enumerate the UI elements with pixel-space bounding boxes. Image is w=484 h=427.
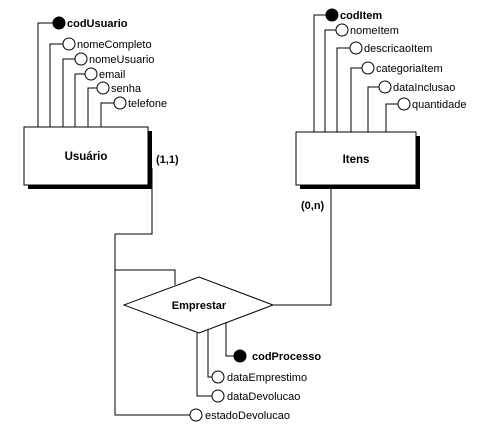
itens-attribute-dot: [335, 23, 349, 37]
usuario-emprestar-connector: [114, 168, 190, 416]
usuario-attribute-dot: [96, 81, 110, 95]
usuario-attr-line-nomeCompleto: [49, 43, 63, 127]
emprestar-attr-line-dataEmprestimo: [207, 330, 212, 378]
itens-attr-line-categoriaItem: [350, 67, 362, 132]
usuario-attribute-dot: [84, 67, 98, 81]
usuario-attribute-lines: [37, 22, 114, 127]
usuario-attr-line-nomeUsuario: [62, 58, 75, 127]
usuario-attr-label: nomeCompleto: [77, 39, 152, 51]
itens-attr-line-codItem: [313, 14, 326, 132]
emprestar-attribute-dot: [211, 389, 225, 403]
emprestar-attr-label: dataDevolucao: [227, 391, 300, 403]
itens-attribute-dot: [349, 41, 363, 55]
usuario-key-attribute-dot: [52, 16, 66, 30]
relationship-connectors: [114, 168, 332, 416]
itens-entity: Itens: [295, 131, 420, 189]
usuario-attr-label: senha: [111, 83, 142, 95]
usuario-attr-label: nomeUsuario: [89, 54, 154, 66]
emprestar-key-attribute-dot: [233, 349, 247, 363]
itens-attribute-dot: [361, 61, 375, 75]
usuario-attribute-markers: [52, 16, 127, 110]
itens-attr-label: dataInclusao: [393, 82, 455, 94]
usuario-attr-line-telefone: [100, 102, 114, 127]
usuario-attr-label: email: [99, 69, 125, 81]
itens-attr-label: quantidade: [412, 99, 466, 111]
itens-key-attribute-dot: [325, 8, 339, 22]
itens-entity-name: Itens: [343, 154, 370, 166]
itens-attr-line-descricaoItem: [336, 47, 350, 132]
usuario-attribute-labels: codUsuario nomeCompleto nomeUsuario emai…: [67, 18, 167, 110]
itens-entity-box: [295, 131, 417, 186]
itens-attribute-dot: [378, 80, 392, 94]
emprestar-attr-label: dataEmprestimo: [227, 372, 307, 384]
itens-attribute-lines: [313, 14, 398, 132]
usuario-attr-line-codUsuario: [37, 22, 53, 127]
usuario-entity-box: [23, 126, 149, 186]
itens-attribute-markers: [325, 8, 411, 111]
itens-attr-label: codItem: [340, 10, 382, 22]
itens-attr-line-nomeItem: [324, 29, 336, 132]
itens-emprestar-connector: [273, 185, 332, 306]
emprestar-attribute-markers: [189, 349, 247, 422]
itens-attr-label: descricaoItem: [364, 43, 432, 55]
itens-attr-line-dataInclusao: [367, 86, 379, 132]
itens-attribute-dot: [397, 97, 411, 111]
usuario-attribute-dot: [74, 52, 88, 66]
itens-attr-label: categoriaItem: [376, 63, 443, 75]
emprestar-attr-label: estadoDevolucao: [205, 410, 290, 422]
usuario-attribute-dot: [62, 37, 76, 51]
emprestar-relationship-name: Emprestar: [172, 300, 227, 312]
emprestar-relationship: Emprestar: [122, 276, 275, 334]
emprestar-attribute-dot: [189, 408, 203, 422]
emprestar-attr-line-codProcesso: [225, 323, 234, 357]
usuario-attribute-dot: [113, 96, 127, 110]
itens-attr-label: nomeItem: [350, 25, 399, 37]
itens-attr-line-quantidade: [385, 103, 398, 132]
usuario-entity: Usuário: [23, 126, 152, 189]
emprestar-diamond: [122, 276, 275, 334]
usuario-cardinality: (1,1): [156, 154, 179, 166]
usuario-attr-line-email: [74, 73, 85, 127]
usuario-attr-label: telefone: [128, 98, 167, 110]
usuario-entity-name: Usuário: [65, 151, 108, 163]
usuario-emprestar-connector-branch: [115, 269, 176, 285]
emprestar-attr-label: codProcesso: [252, 351, 321, 363]
emprestar-attr-line-dataDevolucao: [196, 333, 212, 397]
emprestar-attribute-labels: codProcesso dataEmprestimo dataDevolucao…: [205, 351, 321, 422]
usuario-attr-line-senha: [87, 87, 97, 127]
usuario-attr-label: codUsuario: [67, 18, 128, 30]
itens-cardinality: (0,n): [301, 200, 325, 212]
itens-attribute-labels: codItem nomeItem descricaoItem categoria…: [340, 10, 466, 111]
emprestar-attribute-lines: [196, 323, 234, 397]
emprestar-attribute-dot: [211, 370, 225, 384]
